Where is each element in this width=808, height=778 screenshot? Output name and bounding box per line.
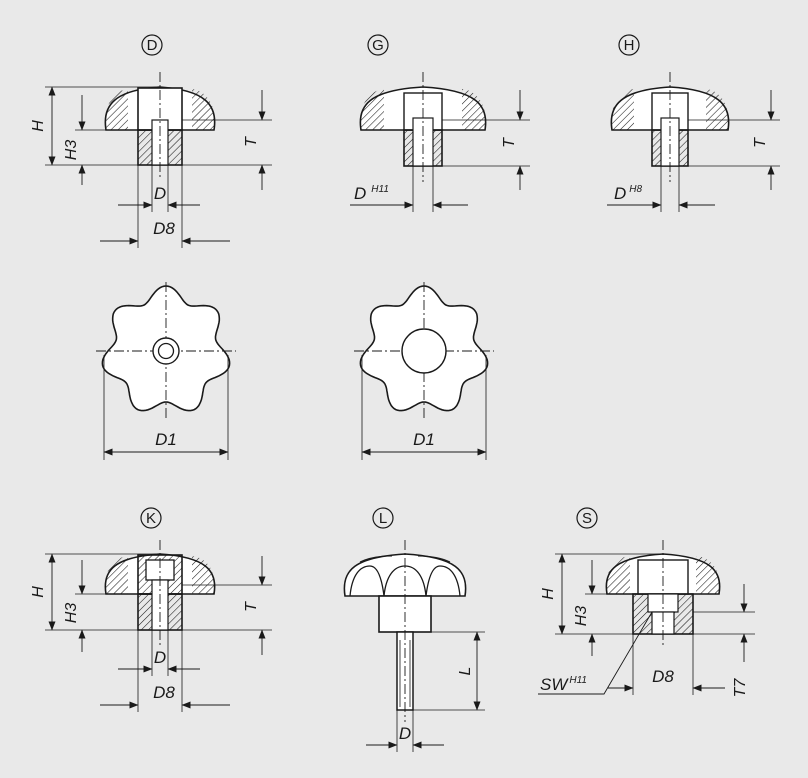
dim-s-t7: T7 (732, 678, 749, 698)
knob-section-d (104, 72, 216, 180)
dim-top2-d1: D1 (413, 430, 435, 449)
variant-d-label: D (141, 34, 163, 56)
dim-l-d: D (399, 724, 411, 743)
top-view-bore: D1 (354, 282, 494, 460)
dim-k-d8: D8 (153, 683, 175, 702)
dim-d-t: T (243, 136, 260, 147)
variant-k-label: K (140, 507, 162, 529)
dim-k-d: D (154, 648, 166, 667)
variant-g-label: G (367, 34, 389, 56)
svg-text:L: L (379, 510, 387, 527)
dim-s-h: H (540, 588, 557, 600)
dim-k-h: H (30, 586, 47, 598)
dim-k-h3: H3 (63, 603, 80, 624)
svg-text:G: G (372, 37, 384, 54)
dim-h-t: T (752, 137, 769, 148)
dim-k-t: T (243, 601, 260, 612)
variant-s-label: S (576, 507, 598, 529)
knob-section-k (104, 540, 216, 645)
dim-top1-d1: D1 (155, 430, 177, 449)
knob-section-h (610, 72, 730, 182)
variant-l-label: L (372, 507, 394, 529)
dim-d-d: D (154, 184, 166, 203)
knob-section-g (359, 72, 487, 182)
svg-text:D: D (147, 37, 158, 54)
dim-s-h3: H3 (573, 606, 590, 627)
variant-h-label: H (618, 34, 640, 56)
top-view-threaded: D1 (96, 282, 236, 460)
dim-d-h3: H3 (63, 140, 80, 161)
svg-text:S: S (582, 510, 592, 527)
svg-text:K: K (146, 510, 156, 527)
variant-d: D H H3 T D (30, 34, 272, 248)
variant-l: L L D (343, 507, 485, 752)
dim-d-d8: D8 (153, 219, 175, 238)
dim-s-d8: D8 (652, 667, 674, 686)
dim-g-t: T (501, 137, 518, 148)
dim-d-h: H (30, 120, 47, 132)
variant-k: K H H3 T D D8 (30, 507, 272, 712)
dim-l-l: L (457, 667, 474, 676)
knob-side-l (343, 540, 467, 722)
svg-text:H: H (624, 37, 635, 54)
